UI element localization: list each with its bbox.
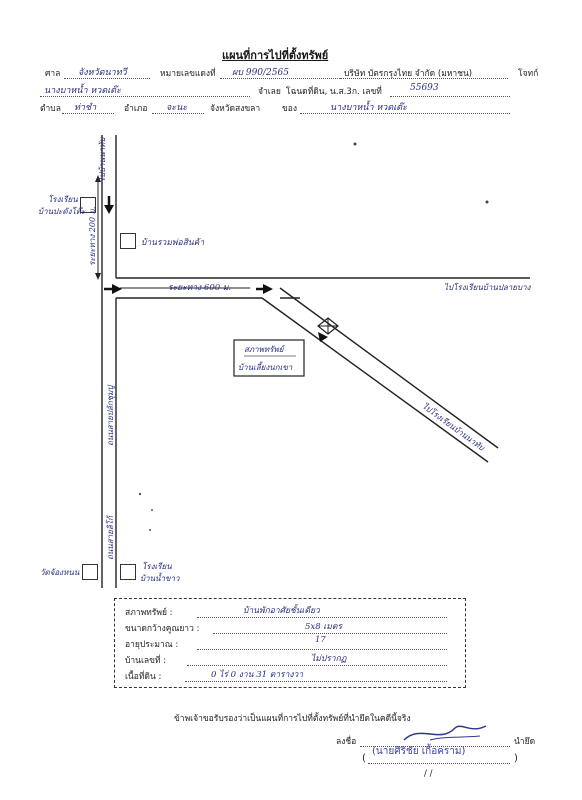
age-value: 17: [315, 635, 326, 645]
diagonal-road-lower-edge: [261, 297, 489, 463]
underline: [152, 113, 204, 114]
road-top-label: ไปบ้านนาทับ: [98, 137, 107, 182]
lower-road-label: ถนนสายลิโก้: [106, 516, 115, 560]
arrow-right-marker-1: [112, 284, 122, 294]
mosque-left-label: โรงเรียน: [48, 195, 78, 204]
defendant-label: จำเลย: [258, 87, 281, 97]
underline: [220, 78, 340, 79]
court-label: ศาล: [45, 69, 61, 79]
court-value: จังหวัดนาทวี: [78, 68, 127, 78]
open-paren: (: [362, 753, 366, 764]
case-label: หมายเลขแดงที่: [160, 69, 216, 79]
underline: [340, 78, 508, 79]
underline: [390, 96, 510, 97]
owner-label: ของ: [282, 104, 298, 114]
subdistrict-value: ท่าชำ: [74, 103, 97, 113]
size-label: ขนาดกว้างคูณยาว :: [125, 624, 200, 634]
scan-dot: [151, 509, 153, 511]
property-label-box: [233, 339, 305, 377]
condition-label: สภาพทรัพย์ :: [125, 608, 173, 618]
mosque-left-sub: บ้านปะดังโต๊ะ: [38, 207, 86, 216]
case-value: ผบ 990/2565: [232, 68, 289, 78]
to-school-right-label: ไปโรงเรียนบ้านปลายบาง: [444, 283, 531, 292]
land-area-label: เนื้อที่ดิน :: [125, 672, 162, 682]
arrow-down-marker: [104, 205, 114, 214]
scan-dot: [485, 200, 489, 204]
scan-dot: [149, 529, 151, 531]
condition-value: บ้านพักอาศัยชั้นเดียว: [243, 606, 320, 616]
mosque-left-box: [80, 197, 96, 213]
certify-text: ข้าพเจ้าขอรับรองว่าเป็นแผนที่การไปที่ตั้…: [174, 714, 411, 724]
house-mid-label: บ้านรวมพ่อสินค้า: [141, 238, 205, 248]
subdistrict-label: ตำบล: [40, 104, 61, 114]
amphoe-value: จะนะ: [166, 103, 188, 113]
property-label-1: สภาพทรัพย์: [244, 345, 284, 354]
underline: [197, 617, 447, 618]
property-details-box: สภาพทรัพย์ : บ้านพักอาศัยชั้นเดียว ขนาดก…: [114, 598, 466, 688]
underline: [213, 633, 447, 634]
underline: [185, 681, 447, 682]
diagonal-road-upper-edge: [279, 287, 499, 449]
document-title: แผนที่การไปที่ตั้งทรัพย์: [222, 49, 329, 62]
deed-label: โฉนดที่ดิน, น.ส.3ก. เลขที่: [286, 87, 382, 97]
deed-value: 55693: [410, 83, 439, 93]
close-paren: ): [514, 753, 518, 764]
temple-label: วัดจ้องหนน: [40, 568, 80, 577]
owner-value: นางบาหน้ำ หวดเต๊ะ: [330, 103, 407, 113]
vertical-distance-label: ระยะทาง 200 ม.: [88, 206, 97, 266]
signature-line: [360, 746, 510, 747]
school-bottom-label-2: บ้านน้ำขาว: [140, 574, 180, 583]
arrow-diagonal-marker: [318, 332, 328, 342]
company-name: บริษัท บัตรกรุงไทย จำกัด (มหาชน): [344, 69, 473, 79]
temple-box: [82, 564, 98, 580]
distance-arrow-down: [95, 273, 101, 280]
signer-name: (นายศิริชัย เกื้อคราม): [372, 746, 466, 757]
scan-dot: [353, 142, 357, 146]
main-road-label: ถนนสายปลักชุมปู: [106, 385, 115, 446]
underline: [187, 665, 447, 666]
date-slashes: / /: [424, 769, 433, 779]
province-label: จังหวัดสงขลา: [210, 104, 261, 114]
school-bottom-label-1: โรงเรียน: [142, 562, 172, 571]
amphoe-label: อำเภอ: [124, 104, 148, 114]
distance-arrow-up: [95, 175, 101, 182]
age-label: อายุประมาณ :: [125, 640, 179, 650]
defendant-value: นางบาหน้ำ หวดเต๊ะ: [44, 86, 121, 96]
arrow-right-marker-2: [263, 284, 273, 294]
property-label-2: บ้านเลี้ยงนกเขา: [238, 363, 293, 372]
scan-dot: [138, 492, 142, 496]
size-value: 5x8 เมตร: [305, 622, 342, 632]
underline: [62, 113, 114, 114]
school-bottom-box: [120, 564, 136, 580]
sign-label: ลงชื่อ: [336, 737, 357, 747]
house-mid-box: [120, 233, 136, 249]
seizer-label: นำยึด: [514, 737, 536, 747]
signature-mark: [403, 725, 487, 741]
underline: [64, 78, 150, 79]
house-no-value: ไม่ปรากฏ: [311, 654, 347, 664]
land-area-value: 0 ไร่ 0 งาน 31 ตารางวา: [211, 670, 304, 680]
horizontal-distance-label: ระยะทาง 600 ม.: [168, 283, 232, 293]
underline: [40, 96, 250, 97]
house-no-label: บ้านเลขที่ :: [125, 656, 167, 666]
underline: [197, 649, 447, 650]
underline: [300, 113, 510, 114]
name-line: [368, 763, 510, 764]
plaintiff-label: โจทก์: [518, 69, 539, 79]
